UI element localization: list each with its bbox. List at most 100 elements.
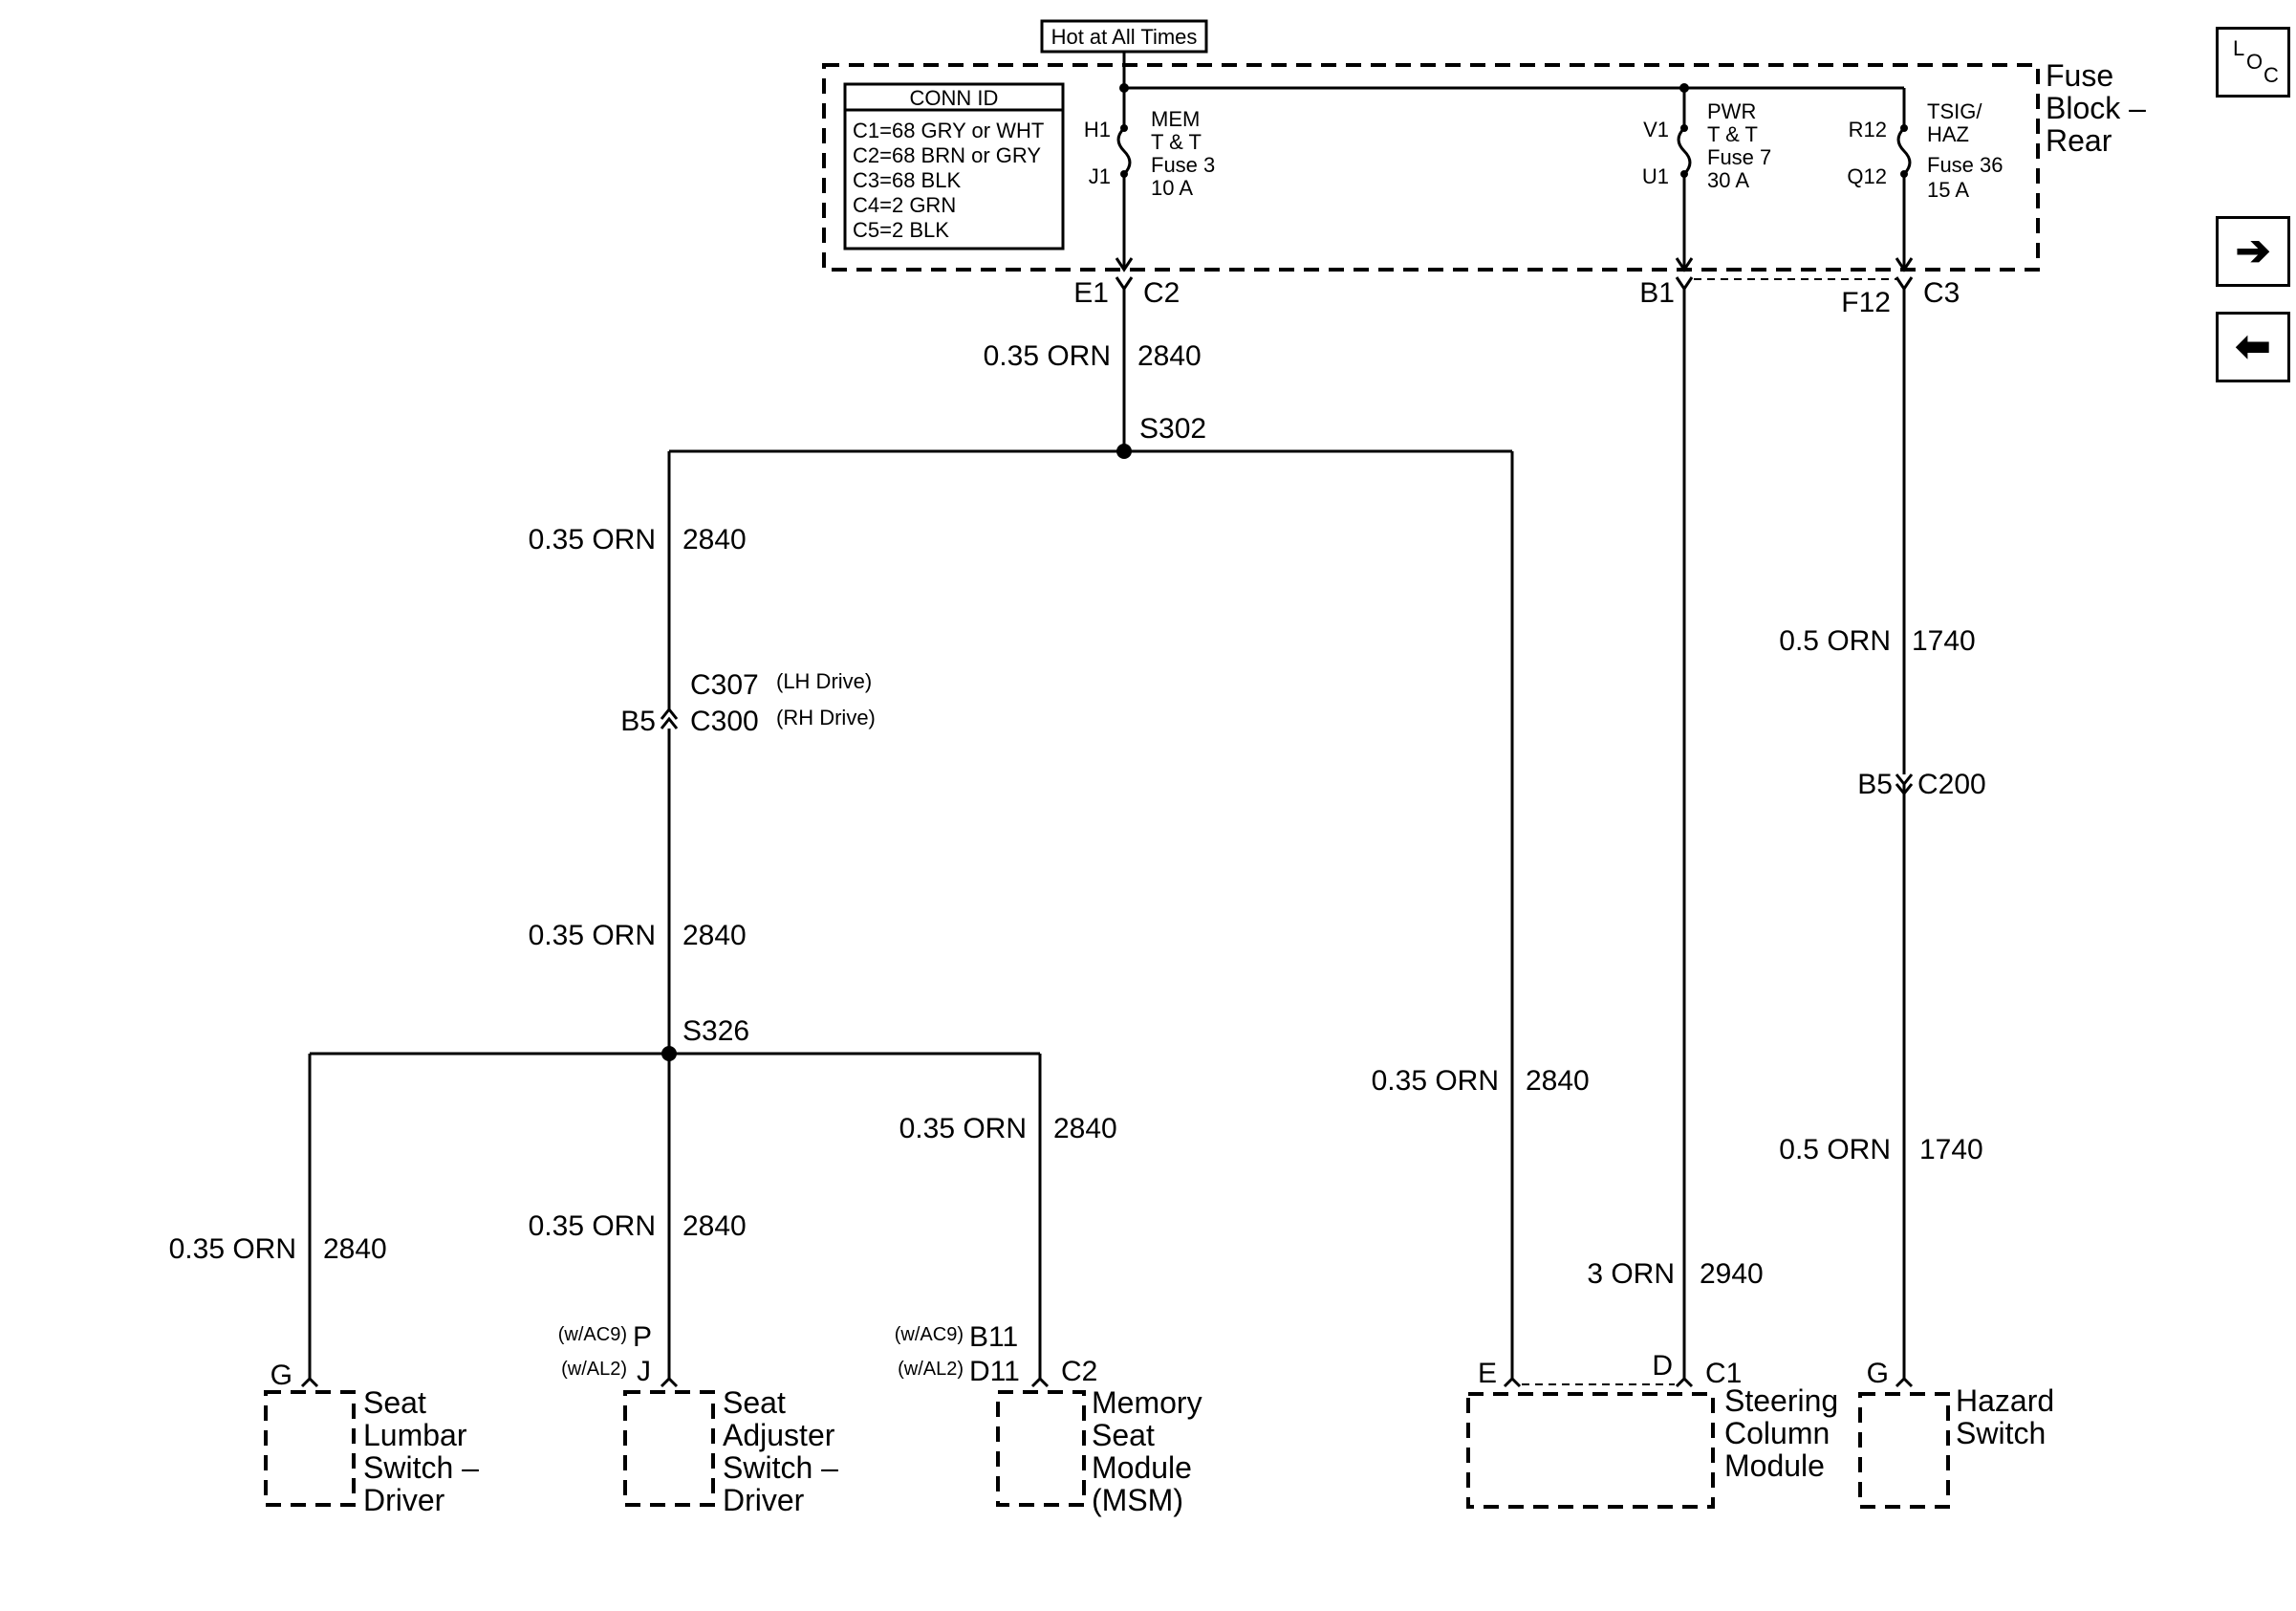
pin-d-scm	[1675, 1376, 1694, 1388]
inline-connector-c200: B5 C200	[1857, 769, 1985, 800]
fuse-block-title: Block –	[2046, 91, 2146, 125]
pin-p-adjuster	[660, 1376, 679, 1388]
svg-text:G: G	[271, 1360, 292, 1391]
svg-text:10 A: 10 A	[1151, 176, 1193, 200]
seat-adjuster-switch-driver	[623, 1390, 715, 1507]
svg-text:1740: 1740	[1919, 1134, 1983, 1165]
svg-text:Seat: Seat	[1092, 1418, 1155, 1452]
pin-label: F12	[1841, 287, 1891, 318]
svg-text:Seat: Seat	[723, 1385, 786, 1420]
svg-text:2840: 2840	[682, 1210, 747, 1242]
pin-e-scm	[1503, 1376, 1522, 1388]
svg-text:0.35 ORN: 0.35 ORN	[529, 920, 656, 951]
svg-text:Fuse 7: Fuse 7	[1707, 145, 1771, 169]
conn-id-line: C2=68 BRN or GRY	[853, 143, 1041, 167]
svg-text:2940: 2940	[1700, 1258, 1764, 1290]
svg-text:C: C	[2264, 63, 2279, 87]
svg-text:30 A: 30 A	[1707, 168, 1749, 192]
fuse-block-title: Rear	[2046, 123, 2112, 158]
fuse-7: V1 U1 PWR T & T Fuse 7 30 A	[1642, 83, 1771, 272]
fuse-block-outline	[822, 63, 2040, 272]
wire-size: 0.35 ORN	[984, 340, 1111, 372]
svg-text:T & T: T & T	[1707, 122, 1758, 146]
svg-text:Switch –: Switch –	[723, 1450, 838, 1485]
svg-text:Fuse 36: Fuse 36	[1927, 153, 2004, 177]
svg-text:PWR: PWR	[1707, 99, 1756, 123]
svg-text:2840: 2840	[1053, 1113, 1117, 1144]
svg-text:0.5 ORN: 0.5 ORN	[1779, 625, 1891, 657]
svg-text:(LH Drive): (LH Drive)	[776, 669, 872, 693]
svg-text:Switch –: Switch –	[363, 1450, 479, 1485]
svg-text:U1: U1	[1642, 164, 1669, 188]
svg-text:MEM: MEM	[1151, 107, 1200, 131]
svg-text:2840: 2840	[682, 524, 747, 555]
memory-seat-module	[996, 1390, 1086, 1507]
svg-text:C300: C300	[690, 706, 759, 737]
svg-text:B11: B11	[969, 1321, 1018, 1353]
loc-icon: L O C	[2233, 36, 2279, 87]
svg-text:T & T: T & T	[1151, 130, 1202, 154]
wire-circuit: 2840	[1137, 340, 1202, 372]
seat-lumbar-switch-driver	[264, 1390, 356, 1507]
svg-text:Fuse 3: Fuse 3	[1151, 153, 1215, 177]
svg-text:P: P	[633, 1321, 652, 1353]
svg-text:2840: 2840	[682, 920, 747, 951]
fuse-block-title: Fuse	[2046, 58, 2113, 93]
svg-text:O: O	[2246, 50, 2263, 74]
svg-text:15 A: 15 A	[1927, 178, 1969, 202]
svg-text:1740: 1740	[1912, 625, 1976, 657]
hazard-switch	[1858, 1392, 1950, 1509]
svg-text:Q12: Q12	[1847, 164, 1887, 188]
svg-text:(w/AC9): (w/AC9)	[558, 1324, 627, 1345]
svg-text:C2: C2	[1061, 1356, 1097, 1387]
svg-text:D: D	[1652, 1350, 1673, 1382]
svg-text:Module: Module	[1724, 1448, 1825, 1483]
svg-text:J1: J1	[1089, 164, 1111, 188]
pin-g-lumbar	[300, 1376, 319, 1388]
svg-text:(w/AL2): (w/AL2)	[561, 1359, 627, 1380]
next-page-button[interactable]: ➔	[2216, 216, 2290, 287]
svg-text:Memory: Memory	[1092, 1385, 1202, 1420]
svg-text:C307: C307	[690, 669, 759, 701]
splice-label: S302	[1139, 413, 1206, 445]
loc-button[interactable]: L O C	[2216, 27, 2290, 98]
svg-text:R12: R12	[1849, 118, 1887, 142]
previous-page-button[interactable]: ⬅	[2216, 312, 2290, 382]
splice-label: S326	[682, 1015, 749, 1047]
svg-text:0.35 ORN: 0.35 ORN	[1372, 1065, 1499, 1097]
svg-text:3 ORN: 3 ORN	[1587, 1258, 1675, 1290]
connector-f12	[1895, 276, 1914, 292]
svg-text:0.5 ORN: 0.5 ORN	[1779, 1134, 1891, 1165]
fuse-3: H1 J1 MEM T & T Fuse 3 10 A	[1084, 83, 1215, 272]
svg-text:Module: Module	[1092, 1450, 1192, 1485]
conn-id-title: CONN ID	[910, 86, 999, 110]
arrow-left-icon: ⬅	[2235, 323, 2271, 370]
connector-b1	[1675, 276, 1694, 292]
svg-text:(w/AL2): (w/AL2)	[898, 1359, 964, 1380]
svg-text:HAZ: HAZ	[1927, 122, 1969, 146]
svg-text:L: L	[2233, 36, 2244, 60]
inline-connector-c307: B5 C307 (LH Drive) C300 (RH Drive)	[620, 669, 876, 737]
pin-g-hazard	[1895, 1376, 1914, 1388]
pin-label: B1	[1639, 277, 1675, 309]
svg-text:B5: B5	[620, 706, 656, 737]
conn-id-line: C3=68 BLK	[853, 168, 961, 192]
svg-text:Seat: Seat	[363, 1385, 426, 1420]
svg-text:H1: H1	[1084, 118, 1111, 142]
svg-text:E: E	[1478, 1358, 1497, 1389]
svg-text:0.35 ORN: 0.35 ORN	[899, 1113, 1027, 1144]
steering-column-module	[1466, 1392, 1715, 1509]
conn-id-line: C1=68 GRY or WHT	[853, 119, 1044, 142]
svg-text:Steering: Steering	[1724, 1383, 1838, 1418]
conn-id-box	[843, 82, 1065, 250]
svg-text:Hazard: Hazard	[1956, 1383, 2054, 1418]
pin-label: E1	[1073, 277, 1109, 309]
svg-text:0.35 ORN: 0.35 ORN	[169, 1233, 296, 1265]
conn-id-line: C4=2 GRN	[853, 193, 956, 217]
svg-text:D11: D11	[969, 1356, 1020, 1387]
connector-label: C3	[1923, 277, 1960, 309]
svg-text:Column: Column	[1724, 1416, 1830, 1450]
svg-text:C1: C1	[1705, 1358, 1742, 1389]
hot-label: Hot at All Times	[1051, 25, 1198, 49]
